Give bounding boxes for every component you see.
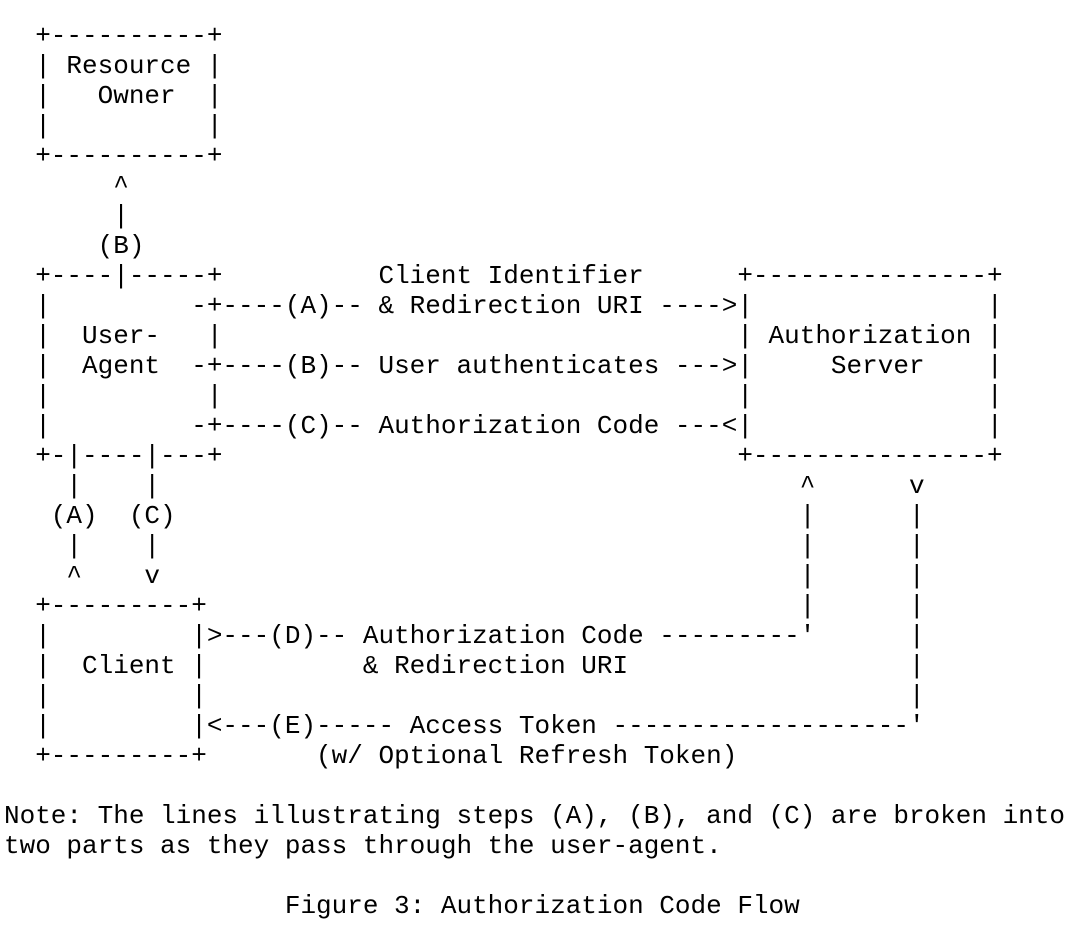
figure-caption: Figure 3: Authorization Code Flow (284, 891, 800, 921)
figure-note: Note: The lines illustrating steps (A), … (4, 801, 1065, 861)
ascii-flow-diagram: +----------+ | Resource | | Owner | | | … (35, 21, 1003, 771)
rfc-figure: +----------+ | Resource | | Owner | | | … (4, 21, 1082, 921)
